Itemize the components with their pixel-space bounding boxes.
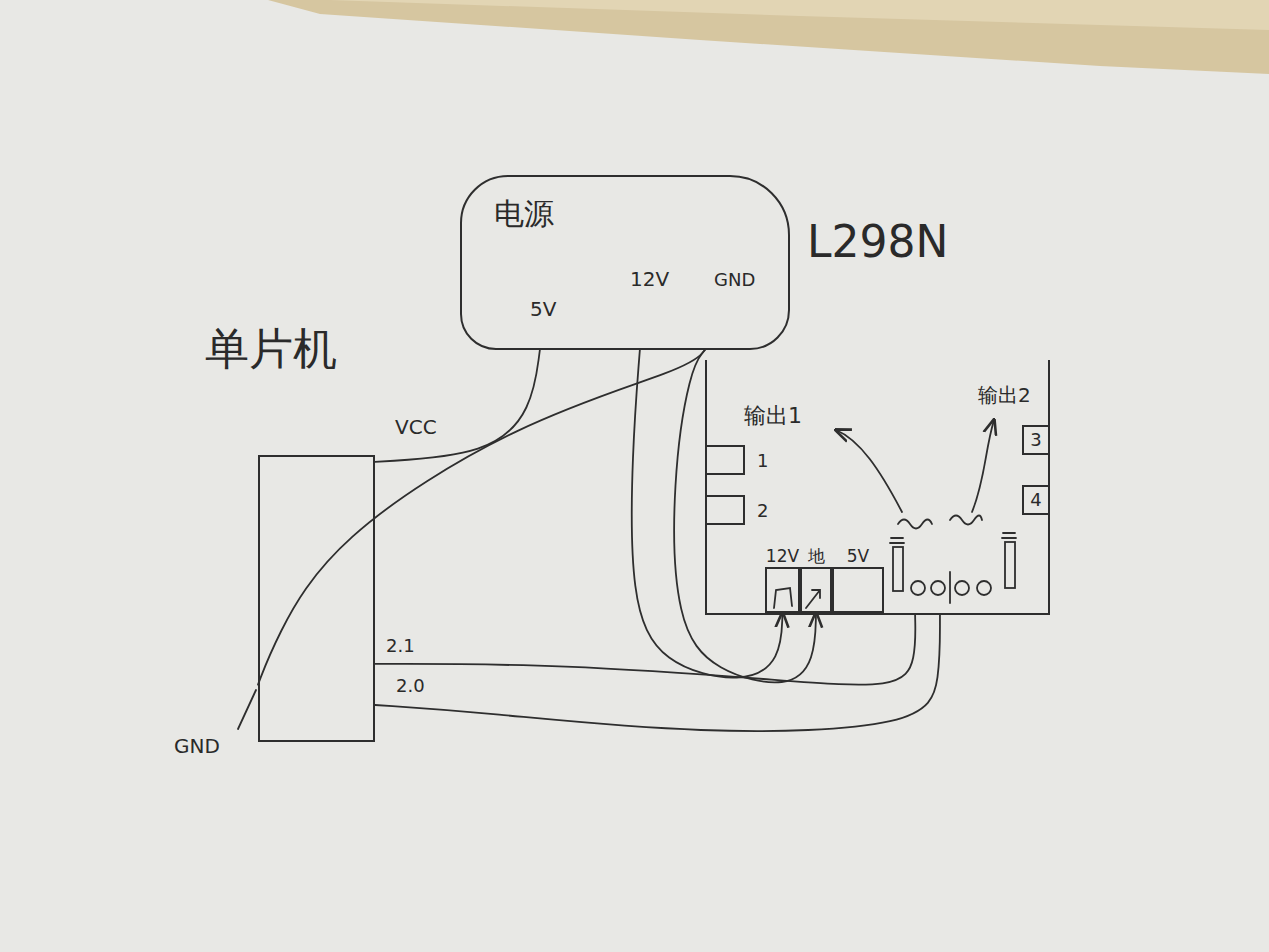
pin-label: GND bbox=[712, 270, 757, 290]
jumper-cap bbox=[1002, 537, 1016, 539]
input-pin bbox=[955, 581, 969, 595]
pin-label: 12V bbox=[628, 268, 671, 290]
wire bbox=[375, 615, 940, 731]
jumper-cap bbox=[891, 537, 903, 539]
jumper-cap bbox=[1003, 532, 1015, 534]
leader-arrow bbox=[836, 430, 902, 512]
wire bbox=[258, 350, 705, 685]
wire bbox=[375, 350, 540, 462]
node-title: 单片机 bbox=[205, 325, 337, 373]
output-label: 输出1 bbox=[742, 404, 804, 428]
node-title: 电源 bbox=[494, 197, 554, 230]
pin-group-mark bbox=[950, 516, 982, 525]
ground-wire bbox=[238, 690, 256, 729]
power-terminal: 12V bbox=[765, 567, 800, 613]
terminal-mark bbox=[774, 588, 792, 608]
jumper-cap bbox=[890, 542, 904, 544]
power-terminal: 5V bbox=[832, 567, 884, 613]
terminal-number: 3 bbox=[1024, 427, 1048, 453]
output-terminal: 3 bbox=[1022, 425, 1050, 455]
terminal-label: 地 bbox=[808, 547, 825, 566]
jumper-cap bbox=[1005, 542, 1015, 588]
desk-edge bbox=[330, 0, 1269, 30]
pin-group-mark bbox=[898, 520, 932, 529]
pin-label: GND bbox=[172, 735, 222, 757]
desk-edge bbox=[268, 0, 1269, 74]
input-pin bbox=[911, 581, 925, 595]
node-title: L298N bbox=[807, 218, 948, 266]
jumper-cap bbox=[893, 547, 903, 591]
mcu-box: 单片机 bbox=[258, 455, 375, 742]
terminal-number: 4 bbox=[1024, 487, 1048, 513]
power-terminal: 地 bbox=[800, 567, 832, 613]
terminal-mark bbox=[806, 590, 820, 608]
output-label: 输出2 bbox=[976, 384, 1033, 406]
terminal-number: 2 bbox=[757, 501, 768, 521]
pin-label: 2.0 bbox=[394, 676, 427, 696]
terminal-label: 12V bbox=[766, 547, 799, 566]
pin-divider bbox=[949, 572, 951, 603]
wire bbox=[632, 350, 783, 678]
pin-label: 5V bbox=[528, 298, 558, 320]
terminal-number: 1 bbox=[757, 451, 768, 471]
terminal-label: 5V bbox=[847, 547, 869, 566]
output-terminal: 2 bbox=[707, 495, 745, 525]
wire bbox=[375, 615, 915, 685]
leader-arrow bbox=[972, 420, 994, 512]
wire bbox=[674, 350, 816, 682]
output-terminal: 4 bbox=[1022, 485, 1050, 515]
input-pin bbox=[977, 581, 991, 595]
pin-label: VCC bbox=[393, 416, 439, 438]
input-pin bbox=[931, 581, 945, 595]
power-supply-box: 电源 bbox=[460, 175, 790, 350]
pin-label: 2.1 bbox=[384, 636, 417, 656]
output-terminal: 1 bbox=[707, 445, 745, 475]
